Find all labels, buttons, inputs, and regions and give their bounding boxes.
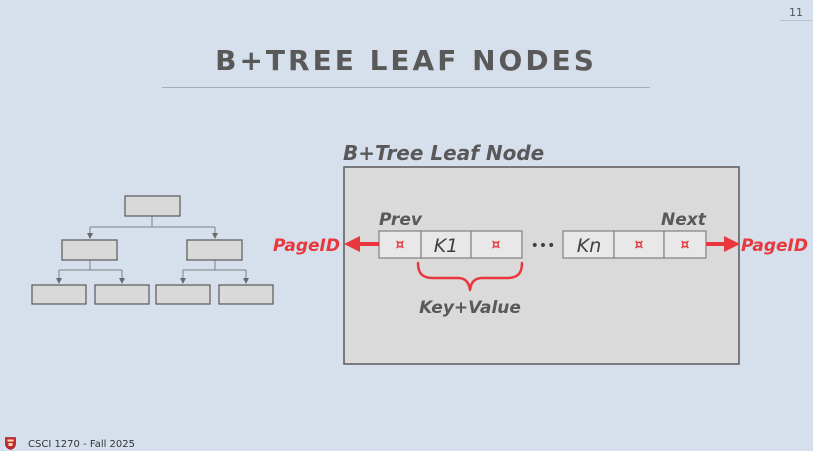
tree-inner-node xyxy=(186,239,243,261)
right-pointer-arrow-icon xyxy=(706,236,740,252)
prev-label: Prev xyxy=(379,210,423,230)
last-value-glyph: ¤ xyxy=(635,237,644,253)
first-key-label: K1 xyxy=(434,235,459,257)
slide-number: 11 xyxy=(789,6,803,19)
tree-leaf-node xyxy=(94,284,150,305)
key-cell-last xyxy=(562,230,615,259)
university-crest-icon xyxy=(5,437,16,450)
value-cell-first xyxy=(470,230,523,259)
tree-leaf-node xyxy=(218,284,274,305)
tree-thumbnail xyxy=(31,195,274,305)
prev-pointer-glyph: ¤ xyxy=(396,237,405,253)
next-pointer-cell xyxy=(663,230,707,259)
prev-pointer-cell xyxy=(378,230,422,259)
key-value-label: Key+Value xyxy=(419,298,521,318)
tree-leaf-node xyxy=(31,284,87,305)
first-value-glyph: ¤ xyxy=(492,237,501,253)
panel-title: B+Tree Leaf Node xyxy=(343,141,544,165)
slide-number-rule xyxy=(780,20,813,21)
title-underline xyxy=(162,87,650,88)
next-label: Next xyxy=(661,210,707,230)
last-key-label: Kn xyxy=(577,235,602,257)
key-value-brace-icon xyxy=(416,261,524,292)
tree-leaf-node xyxy=(155,284,211,305)
value-cell-last xyxy=(613,230,665,259)
key-cell-first xyxy=(420,230,472,259)
course-footer: CSCI 1270 - Fall 2025 xyxy=(28,439,136,450)
tree-inner-node xyxy=(61,239,118,261)
left-page-id-label: PageID xyxy=(273,236,340,256)
slide-title: B+TREE LEAF NODES xyxy=(215,44,597,77)
left-pointer-arrow-icon xyxy=(344,236,379,252)
leaf-node-panel xyxy=(343,166,740,365)
right-page-id-label: PageID xyxy=(741,236,808,256)
ellipsis: ••• xyxy=(531,238,556,254)
next-pointer-glyph: ¤ xyxy=(681,237,690,253)
tree-root-node xyxy=(124,195,181,217)
